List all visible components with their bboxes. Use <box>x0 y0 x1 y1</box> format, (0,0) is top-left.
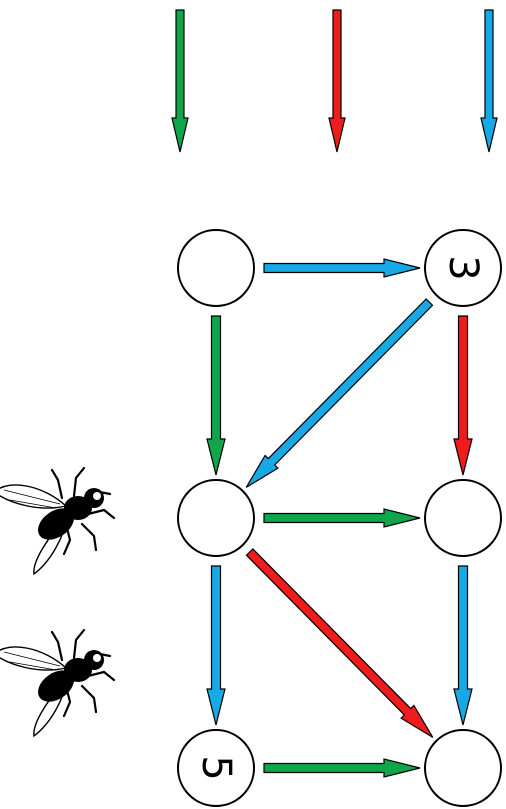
node-top-right: 3 <box>424 229 502 307</box>
node-middle-right <box>424 479 502 557</box>
node-circle <box>177 479 255 557</box>
fly-icon <box>0 466 116 576</box>
edge-middle-left-to-bottom-left <box>206 565 226 726</box>
edge-middle-left-to-bottom-right <box>245 548 434 738</box>
edge-middle-left-to-middle-right <box>263 508 421 528</box>
edge-top-left-to-middle-left <box>206 315 226 476</box>
node-middle-left <box>177 479 255 557</box>
node-circle <box>424 729 502 807</box>
node-circle <box>177 229 255 307</box>
edge-middle-right-to-bottom-right <box>453 565 473 726</box>
node-top-left <box>177 229 255 307</box>
node-label: 5 <box>193 755 239 780</box>
edge-top-left-to-top-right <box>263 258 421 278</box>
node-label: 3 <box>440 255 486 280</box>
edge-bottom-left-to-bottom-right <box>263 758 421 778</box>
edge-top-right-to-middle-right <box>453 315 473 476</box>
incoming-arrow-red <box>328 9 346 153</box>
fly-icon <box>0 628 116 738</box>
node-bottom-left: 5 <box>177 729 255 807</box>
node-circle <box>177 729 255 807</box>
incoming-arrow-blue <box>480 9 498 153</box>
edge-top-right-to-middle-left <box>245 298 434 488</box>
node-circle <box>424 229 502 307</box>
node-circle <box>424 479 502 557</box>
incoming-arrow-green <box>171 9 189 153</box>
node-bottom-right <box>424 729 502 807</box>
